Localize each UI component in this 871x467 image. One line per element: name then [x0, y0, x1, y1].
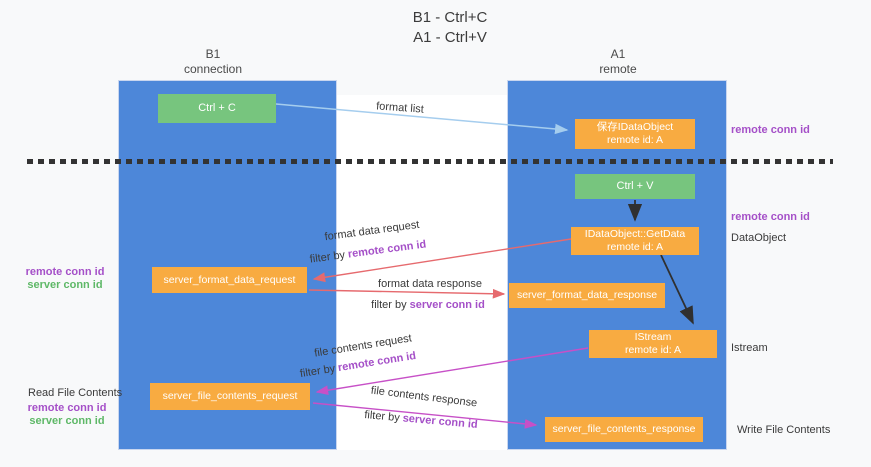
istream-line2: remote id: A: [624, 344, 682, 356]
copy-paste-divider-dashed-line: [27, 159, 833, 164]
annotation-left-remote-conn-id-1: remote conn id: [25, 266, 105, 278]
lane-header-a1: A1 remote: [558, 47, 678, 77]
annotation-left-server-conn-id-2: server conn id: [29, 415, 105, 427]
node-save-idataobject: 保存IDataObject remote id: A: [575, 119, 695, 149]
title-line-b1: B1 - Ctrl+C: [412, 9, 488, 26]
node-server-format-data-response: server_format_data_response: [509, 283, 665, 308]
annotation-istream: Istream: [731, 342, 768, 354]
ctrl-v-label: Ctrl + V: [616, 180, 654, 192]
server-file-contents-request-label: server_file_contents_request: [162, 390, 298, 402]
label-format-data-response: format data response: [378, 278, 482, 290]
node-server-file-contents-response: server_file_contents_response: [545, 417, 703, 442]
node-ctrl-v: Ctrl + V: [575, 174, 695, 199]
page-title: B1 - Ctrl+C A1 - Ctrl+V: [300, 8, 600, 48]
save-idataobject-line1: 保存IDataObject: [596, 121, 674, 133]
lane-b1-subtitle: connection: [183, 62, 243, 76]
node-istream: IStream remote id: A: [589, 330, 717, 358]
annotation-left-server-conn-id-1: server conn id: [27, 279, 103, 291]
annotation-remote-conn-id-mid: remote conn id: [731, 211, 810, 223]
annotation-write-file-contents: Write File Contents: [737, 424, 831, 436]
server-conn-id-text: server conn id: [409, 299, 485, 311]
lane-header-b1: B1 connection: [153, 47, 273, 77]
node-ctrl-c: Ctrl + C: [158, 94, 276, 123]
lane-a1-title: A1: [610, 47, 626, 61]
ctrl-c-label: Ctrl + C: [198, 102, 236, 114]
annotation-read-file-contents: Read File Contents: [28, 387, 123, 399]
title-line-a1: A1 - Ctrl+V: [413, 29, 487, 46]
annotation-left-remote-conn-id-2: remote conn id: [27, 402, 107, 414]
lane-a1-subtitle: remote: [599, 62, 637, 76]
annotation-dataobject: DataObject: [731, 232, 787, 244]
annotation-remote-conn-id-top: remote conn id: [731, 124, 810, 136]
node-server-file-contents-request: server_file_contents_request: [150, 383, 310, 410]
lane-b1-title: B1: [205, 47, 221, 61]
save-idataobject-line2: remote id: A: [606, 134, 664, 146]
filter-by-text: filter by: [371, 299, 407, 311]
node-idataobject-getdata: IDataObject::GetData remote id: A: [571, 227, 699, 255]
getdata-line1: IDataObject::GetData: [584, 228, 686, 240]
node-server-format-data-request: server_format_data_request: [152, 267, 307, 293]
server-format-data-request-label: server_format_data_request: [163, 273, 296, 286]
istream-line1: IStream: [634, 331, 672, 343]
server-file-contents-response-label: server_file_contents_response: [552, 423, 696, 435]
getdata-line2: remote id: A: [606, 241, 664, 253]
server-format-data-response-label: server_format_data_response: [516, 289, 658, 301]
